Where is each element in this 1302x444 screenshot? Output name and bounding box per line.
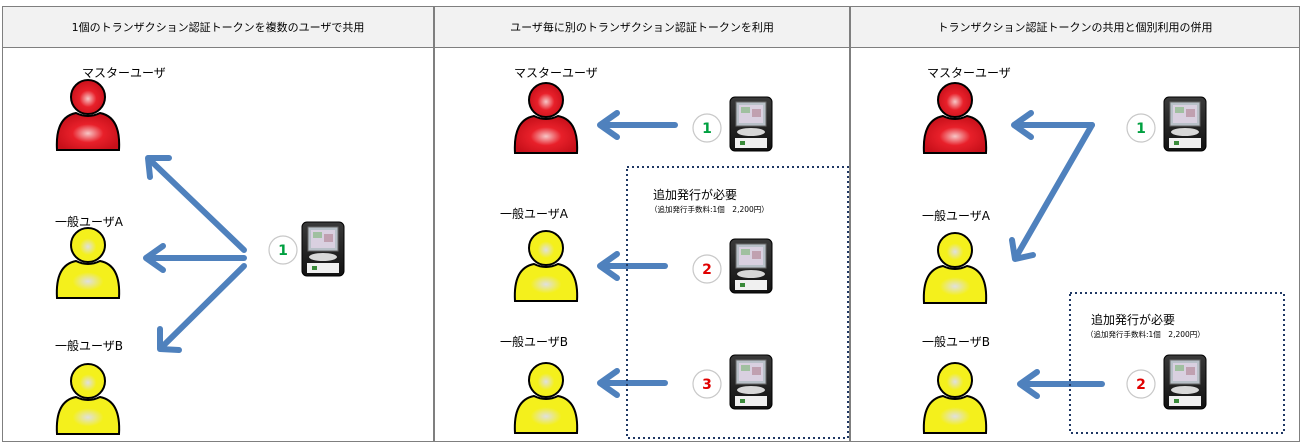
p3-additional-issue-box — [1069, 292, 1285, 434]
p2-token-icon-3 — [729, 354, 773, 410]
p3-user-b-label: 一般ユーザB — [922, 334, 990, 349]
p2-arrows — [597, 110, 678, 398]
p3-note-title: 追加発行が必要 — [1091, 312, 1175, 327]
p2-number-1: 1 — [702, 121, 712, 137]
p2-user-b-label: 一般ユーザB — [500, 334, 568, 349]
p3-master-user-icon — [922, 82, 988, 154]
p3-master-label: マスターユーザ — [927, 66, 1011, 80]
p1-user-a-icon — [55, 227, 121, 299]
p3-number-1: 1 — [1136, 121, 1146, 137]
p1-user-a-label: 一般ユーザA — [55, 214, 124, 229]
p2-note-detail: （追加発行手数料:1個 2,200円） — [650, 204, 769, 214]
p3-user-a-icon — [922, 232, 988, 304]
p2-user-a-icon — [513, 230, 579, 302]
p3-arrows — [1009, 110, 1105, 399]
p2-master-label: マスターユーザ — [514, 66, 598, 80]
p2-note-title: 追加発行が必要 — [653, 187, 737, 202]
panel-2-title: ユーザ毎に別のトランザクション認証トークンを利用 — [435, 7, 849, 48]
p2-number-2: 2 — [702, 262, 712, 278]
panel-mixed-token: トランザクション認証トークンの共用と個別利用の併用 — [850, 6, 1300, 442]
p2-token-icon-2 — [729, 238, 773, 294]
panel-individual-token: ユーザ毎に別のトランザクション認証トークンを利用 — [434, 6, 850, 442]
p1-master-user-icon — [55, 79, 121, 151]
p1-number: 1 — [278, 243, 288, 259]
p2-number-3: 3 — [702, 377, 712, 393]
p1-user-b-label: 一般ユーザB — [55, 338, 123, 353]
p2-user-a-label: 一般ユーザA — [500, 206, 569, 221]
panel-shared-token: 1個のトランザクション認証トークンを複数のユーザで共用 — [2, 6, 434, 442]
panel-3-title: トランザクション認証トークンの共用と個別利用の併用 — [851, 7, 1299, 48]
p3-note-detail: （追加発行手数料:1個 2,200円） — [1086, 329, 1205, 339]
p3-token-icon-2 — [1163, 354, 1207, 410]
p3-user-a-label: 一般ユーザA — [922, 208, 991, 223]
p2-additional-issue-box — [626, 166, 849, 439]
p1-user-b-icon — [55, 363, 121, 435]
panel-1-title: 1個のトランザクション認証トークンを複数のユーザで共用 — [3, 7, 433, 48]
p2-token-icon-1 — [729, 96, 773, 152]
p3-user-b-icon — [922, 362, 988, 434]
p2-user-b-icon — [513, 362, 579, 434]
p1-master-label: マスターユーザ — [82, 66, 166, 80]
p2-master-user-icon — [513, 82, 579, 154]
p1-token-icon — [301, 221, 345, 277]
p1-arrows — [143, 155, 247, 353]
p3-token-icon-1 — [1163, 96, 1207, 152]
p3-number-2: 2 — [1136, 377, 1146, 393]
